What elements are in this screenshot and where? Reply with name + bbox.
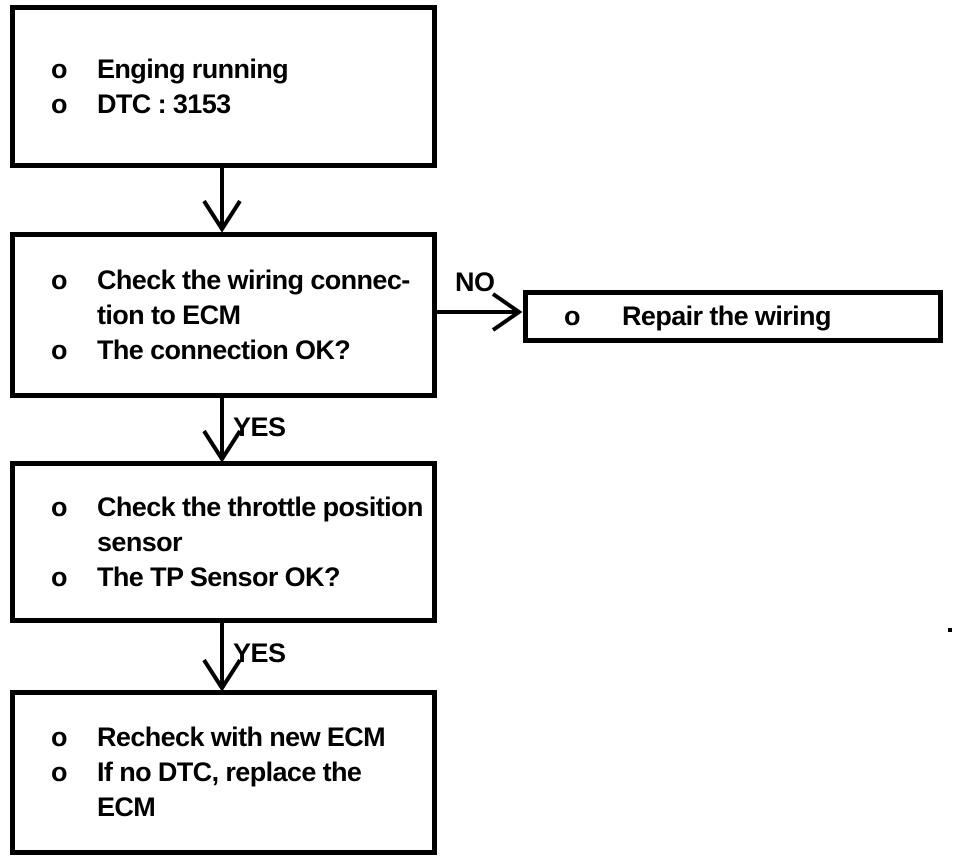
bullet-marker: o — [51, 334, 68, 365]
flow-box-recheck-ecm: o Recheck with new ECM o If no DTC, repl… — [10, 690, 437, 855]
bullet-item: o The connection OK? — [15, 333, 432, 368]
bullet-item: o Enging running — [15, 52, 432, 87]
bullet-text: Recheck with new ECM — [97, 722, 386, 752]
bullet-item: o Check the wiring connec- tion to ECM — [15, 263, 432, 333]
flow-box-repair-wiring: o Repair the wiring — [523, 290, 943, 343]
flow-box-check-wiring: o Check the wiring connec- tion to ECM o… — [10, 232, 437, 398]
bullet-item: o DTC : 3153 — [15, 87, 432, 122]
bullet-text: The TP Sensor OK? — [97, 561, 340, 592]
bullet-item: o If no DTC, replace the ECM — [15, 755, 432, 825]
bullet-text: Check the throttle position sensor — [97, 491, 423, 557]
arrow-no-to-repair-wiring — [437, 292, 523, 332]
bullet-marker: o — [51, 491, 68, 522]
edge-label-yes-1: YES — [233, 412, 286, 442]
bullet-marker: o — [51, 53, 68, 84]
bullet-text: DTC : 3153 — [97, 88, 231, 119]
bullet-marker: o — [564, 301, 581, 331]
bullet-item: o Recheck with new ECM — [15, 720, 432, 755]
bullet-item: o The TP Sensor OK? — [15, 560, 432, 595]
arrow-start-to-check-wiring — [202, 168, 242, 233]
bullet-text: Enging running — [97, 53, 289, 84]
bullet-text: Repair the wiring — [622, 301, 831, 331]
bullet-text: Check the wiring connec- tion to ECM — [97, 264, 410, 330]
bullet-marker: o — [51, 561, 68, 592]
bullet-text: The connection OK? — [97, 334, 351, 365]
bullet-item: o Check the throttle position sensor — [15, 490, 432, 560]
bullet-text: If no DTC, replace the ECM — [97, 757, 362, 822]
flow-box-start: o Enging running o DTC : 3153 — [10, 5, 437, 168]
stray-dot — [948, 628, 952, 632]
bullet-marker: o — [51, 757, 68, 787]
bullet-marker: o — [51, 722, 68, 752]
bullet-marker: o — [51, 264, 68, 295]
bullet-item: o Repair the wiring — [528, 299, 938, 334]
edge-label-no: NO — [455, 267, 495, 297]
edge-label-yes-2: YES — [233, 638, 286, 668]
bullet-marker: o — [51, 88, 68, 119]
flow-box-check-tp-sensor: o Check the throttle position sensor o T… — [10, 461, 437, 623]
